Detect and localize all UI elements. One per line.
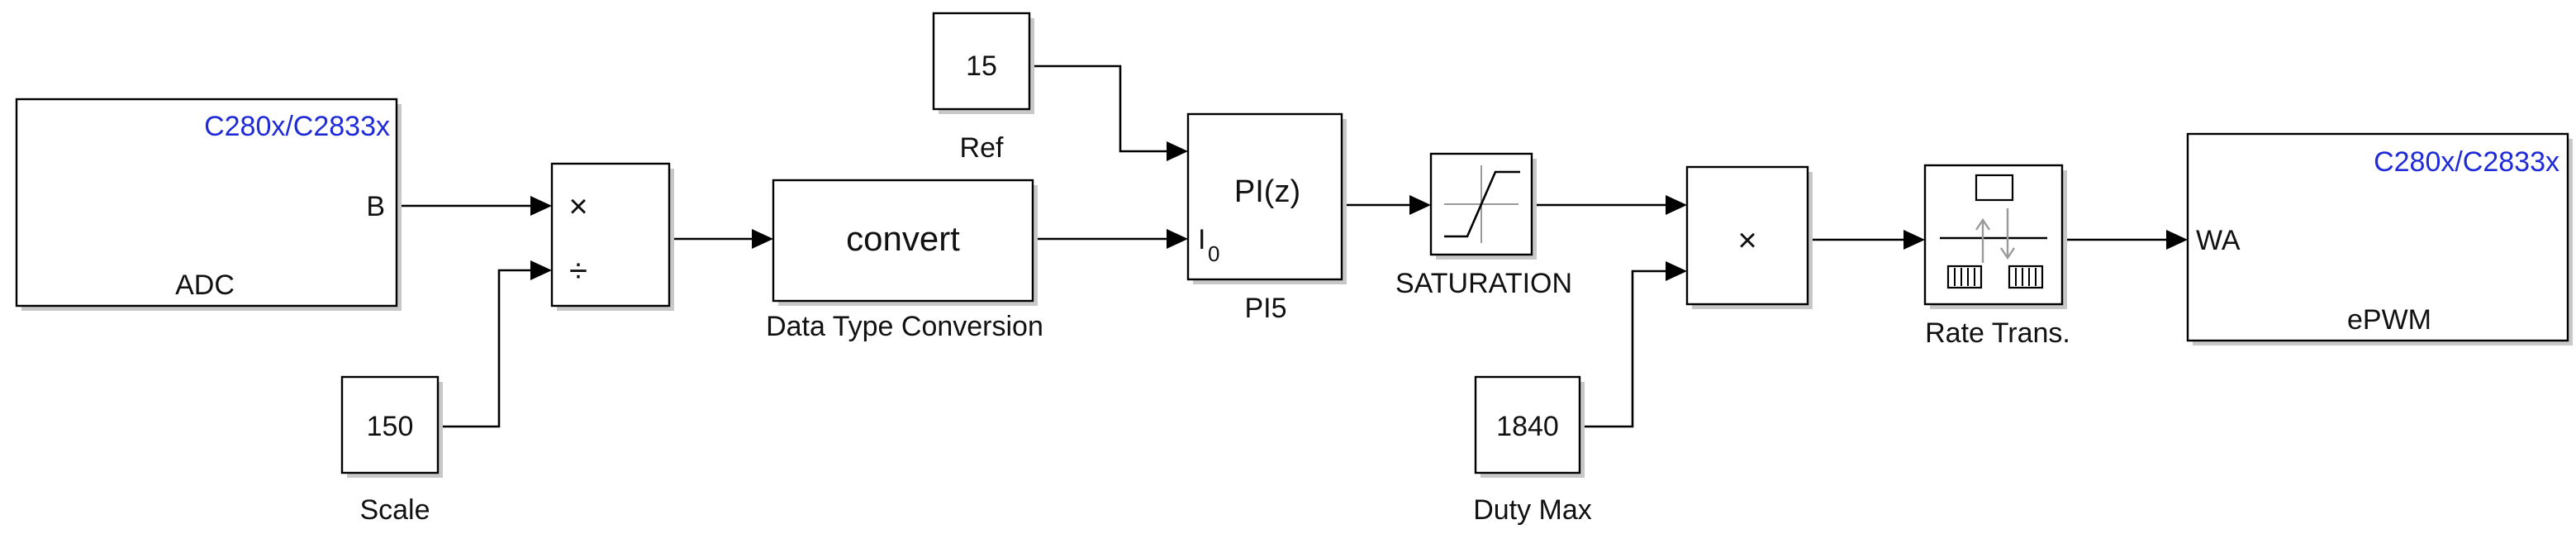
convert-block-body[interactable] [772, 179, 1034, 303]
pi-text: PI(z) [1234, 174, 1300, 209]
rate-transition-label: Rate Trans. [1925, 317, 2070, 349]
epwm-block-label: ePWM [2347, 304, 2431, 336]
arrow-divide-to-convert [752, 229, 773, 249]
adc-port-b: B [366, 191, 385, 222]
arrow-pi-to-saturation [1409, 195, 1431, 215]
dutymax-label: Duty Max [1473, 494, 1592, 526]
data-type-conversion-block[interactable]: convert Data Type Conversion [766, 179, 1043, 342]
arrow-scale-to-divide [530, 260, 552, 280]
pi-port-i: I [1198, 224, 1205, 255]
arrow-dutymax-to-product [1666, 261, 1687, 281]
product-block-body[interactable] [1685, 165, 1809, 306]
convert-text: convert [846, 219, 960, 258]
ref-value: 15 [966, 50, 997, 82]
scale-label: Scale [359, 494, 430, 526]
pi-label: PI5 [1244, 293, 1286, 324]
duty-max-constant-block[interactable]: 1840 Duty Max [1473, 375, 1592, 526]
signal-wires [397, 64, 2188, 428]
arrow-saturation-to-product [1666, 195, 1687, 215]
arrow-convert-to-pi [1167, 229, 1188, 249]
scale-value: 150 [367, 411, 414, 442]
ref-block-body[interactable] [932, 12, 1031, 111]
epwm-target-text: C280x/C2833x [2374, 146, 2559, 178]
pi-controller-block[interactable]: PI(z) I 0 PI5 [1186, 112, 1347, 324]
dutymax-value: 1840 [1496, 411, 1559, 442]
product-op-multiply: × [1737, 222, 1756, 259]
scale-block-body[interactable] [340, 375, 440, 474]
ref-label: Ref [960, 132, 1004, 164]
saturation-label: SATURATION [1395, 268, 1572, 299]
adc-block-label: ADC [175, 269, 235, 301]
dutymax-block-body[interactable] [1474, 375, 1581, 474]
arrow-product-to-rate [1903, 230, 1925, 250]
rate-transition-icon [1940, 174, 2047, 289]
ref-constant-block[interactable]: 15 Ref [932, 12, 1034, 164]
arrow-rate-to-epwm [2166, 230, 2188, 250]
epwm-port-wa: WA [2196, 225, 2241, 256]
pi-block-body[interactable] [1186, 112, 1343, 281]
product-divide-block[interactable]: × ÷ [550, 162, 674, 311]
saturation-curve-icon [1444, 165, 1520, 243]
epwm-block[interactable]: C280x/C2833x WA ePWM [2186, 132, 2573, 346]
pi-port-i-subscript: 0 [1208, 241, 1219, 266]
divide-op-divide: ÷ [569, 253, 587, 289]
arrow-ref-to-pi [1167, 141, 1188, 161]
adc-block-body[interactable] [15, 98, 398, 308]
arrow-adc-to-divide [530, 196, 552, 216]
divide-block-body[interactable] [550, 162, 671, 308]
adc-block[interactable]: C280x/C2833x B ADC [15, 98, 402, 311]
adc-target-text: C280x/C2833x [204, 111, 390, 142]
product-block[interactable]: × [1685, 165, 1813, 309]
saturation-block[interactable]: SATURATION [1395, 152, 1572, 299]
wire-dutymax-to-product[interactable] [1585, 269, 1666, 428]
wire-scale-to-divide[interactable] [443, 269, 530, 428]
divide-op-multiply: × [568, 188, 587, 225]
scale-constant-block[interactable]: 150 Scale [340, 375, 443, 526]
wire-ref-to-pi[interactable] [1034, 64, 1167, 153]
epwm-block-body[interactable] [2186, 132, 2569, 342]
convert-label: Data Type Conversion [766, 311, 1043, 342]
rate-transition-block[interactable]: Rate Trans. [1923, 164, 2070, 349]
